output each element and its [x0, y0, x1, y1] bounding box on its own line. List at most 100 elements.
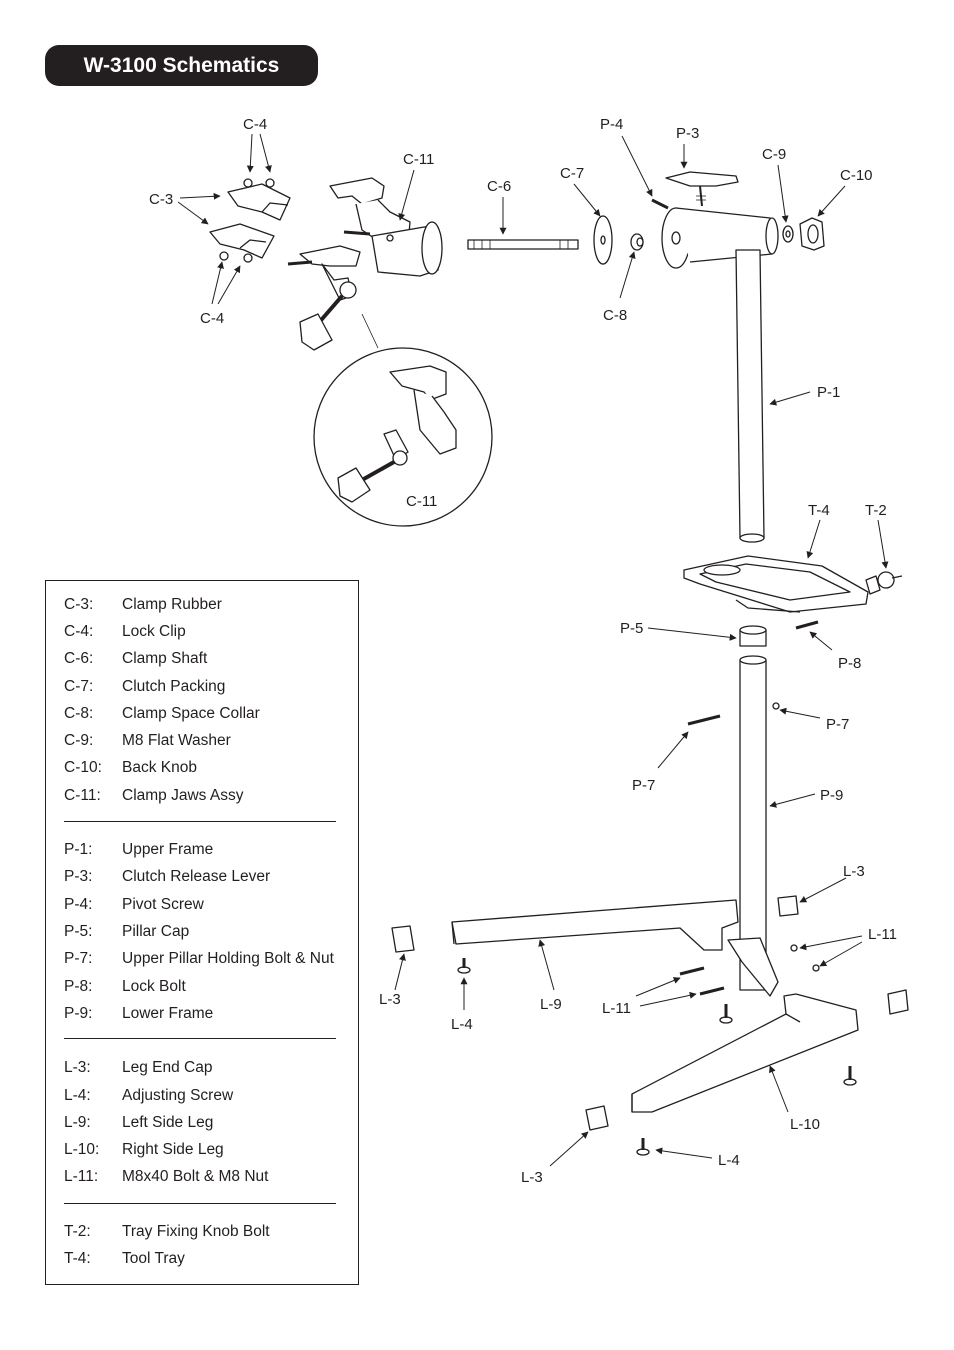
legend-desc: Adjusting Screw	[122, 1087, 234, 1104]
legend-desc: M8 Flat Washer	[122, 732, 231, 749]
lock-bolt	[795, 620, 819, 630]
leg-end-cap-far-right	[887, 989, 909, 1015]
callout-t2: T-2	[865, 502, 887, 519]
legend-desc: Lock Bolt	[122, 978, 186, 995]
legend-desc: Right Side Leg	[122, 1141, 224, 1158]
legend-code: C-4:	[64, 623, 94, 640]
callout-p7-right: P-7	[826, 716, 849, 733]
legend-code: P-8:	[64, 978, 93, 995]
legend-divider	[64, 1203, 336, 1204]
adjusting-screw-center	[719, 1004, 733, 1024]
callout-t4: T-4	[808, 502, 830, 519]
legend-row: P-3:Clutch Release Lever	[64, 867, 364, 887]
clamp-jaws-assembly	[287, 177, 443, 351]
right-side-leg	[631, 993, 859, 1113]
legend-row: C-6:Clamp Shaft	[64, 649, 364, 669]
upper-frame	[661, 207, 779, 543]
left-side-leg	[451, 899, 779, 997]
callout-l4-bottom: L-4	[718, 1152, 740, 1169]
callout-l4-left: L-4	[451, 1016, 473, 1033]
callout-c8: C-8	[603, 307, 627, 324]
adjusting-screw-left	[457, 958, 471, 974]
pillar-cap	[739, 625, 767, 647]
legend-desc: Clamp Space Collar	[122, 705, 260, 722]
legend-row: C-7:Clutch Packing	[64, 677, 364, 697]
legend-desc: Upper Pillar Holding Bolt & Nut	[122, 950, 334, 967]
clutch-release-lever	[665, 171, 739, 207]
tray-fixing-knob	[865, 571, 903, 595]
callout-l11-right: L-11	[868, 926, 897, 943]
clamp-shaft	[467, 239, 579, 250]
callout-l3-right: L-3	[843, 863, 865, 880]
callout-c11-top: C-11	[403, 151, 434, 168]
legend-code: P-9:	[64, 1005, 93, 1022]
legend-desc: Tool Tray	[122, 1250, 185, 1267]
legend-row: C-4: Lock Clip	[64, 622, 364, 642]
legend-desc: Clutch Packing	[122, 678, 226, 695]
legend-desc: Upper Frame	[122, 841, 214, 858]
callout-p1: P-1	[817, 384, 840, 401]
leg-end-cap-bottom	[585, 1105, 609, 1131]
legend-row: L-10: Right Side Leg	[64, 1140, 364, 1160]
legend-desc: Clamp Shaft	[122, 650, 208, 667]
legend-code: L-11:	[64, 1168, 99, 1185]
legend-code: L-10:	[64, 1141, 100, 1158]
legend-desc: Clutch Release Lever	[122, 868, 271, 885]
callout-labels: C-4 C-3 C-4 C-11 C-11 C-6 C-7 C-8 P-4 P-…	[149, 116, 897, 1186]
callout-p4: P-4	[600, 116, 623, 133]
callout-c6: C-6	[487, 178, 511, 195]
pivot-screw	[651, 198, 669, 210]
legend-code: P-5:	[64, 923, 93, 940]
callout-l3-bottom: L-3	[521, 1169, 543, 1186]
legend-row: C-9:M8 Flat Washer	[64, 731, 364, 751]
legend-code: C-10:	[64, 759, 102, 776]
clamp-rubber-upper	[227, 178, 291, 221]
adjusting-screw-bottom	[636, 1138, 650, 1156]
legend-desc: M8x40 Bolt & M8 Nut	[122, 1168, 269, 1185]
leg-end-cap-left	[391, 925, 415, 953]
legend-row: T-4: Tool Tray	[64, 1249, 364, 1269]
legend-code: P-4:	[64, 896, 93, 913]
legend-row: C-8:Clamp Space Collar	[64, 704, 364, 724]
page-title: W-3100 Schematics	[45, 45, 318, 86]
callout-l10: L-10	[790, 1116, 820, 1133]
legend-desc: Lock Clip	[122, 623, 186, 640]
pillar-holding-bolt	[687, 702, 780, 726]
legend-code: P-7:	[64, 950, 93, 967]
legend-divider	[64, 821, 336, 822]
legend-row: P-5:Pillar Cap	[64, 922, 364, 942]
legend-code: C-3:	[64, 596, 94, 613]
callout-c3: C-3	[149, 191, 173, 208]
callout-c4-top: C-4	[243, 116, 267, 133]
legend-desc: Clamp Rubber	[122, 596, 222, 613]
callout-p8: P-8	[838, 655, 861, 672]
legend-row: C-10: Back Knob	[64, 758, 364, 778]
flat-washer	[782, 225, 794, 243]
callout-p7-left: P-7	[632, 777, 655, 794]
callout-c7: C-7	[560, 165, 584, 182]
callout-p9: P-9	[820, 787, 843, 804]
parts-legend: C-3:Clamp Rubber C-4:Lock Clip C-6:Clamp…	[45, 580, 359, 1285]
legend-code: T-4:	[64, 1250, 91, 1267]
legend-desc: Lower Frame	[122, 1005, 214, 1022]
legend-code: P-1:	[64, 841, 93, 858]
legend-desc: Pivot Screw	[122, 896, 204, 913]
leader-lines	[177, 133, 889, 1167]
legend-desc: Back Knob	[122, 759, 197, 776]
legend-row: L-11: M8x40 Bolt & M8 Nut	[64, 1167, 364, 1187]
clamp-space-collar	[630, 233, 644, 251]
callout-l11-left: L-11	[602, 1000, 631, 1017]
legend-row: L-9:Left Side Leg	[64, 1113, 364, 1133]
callout-c11-detail: C-11	[406, 493, 437, 510]
legend-desc: Clamp Jaws Assy	[122, 787, 244, 804]
tool-tray	[683, 555, 869, 613]
callout-c4-bottom: C-4	[200, 310, 224, 327]
legend-row: C-3: Clamp Rubber	[64, 595, 364, 615]
clutch-packing	[593, 215, 613, 265]
callout-c9: C-9	[762, 146, 786, 163]
legend-code: L-3:	[64, 1059, 91, 1076]
back-knob	[799, 217, 825, 251]
legend-divider	[64, 1038, 336, 1039]
legend-desc: Tray Fixing Knob Bolt	[122, 1223, 270, 1240]
